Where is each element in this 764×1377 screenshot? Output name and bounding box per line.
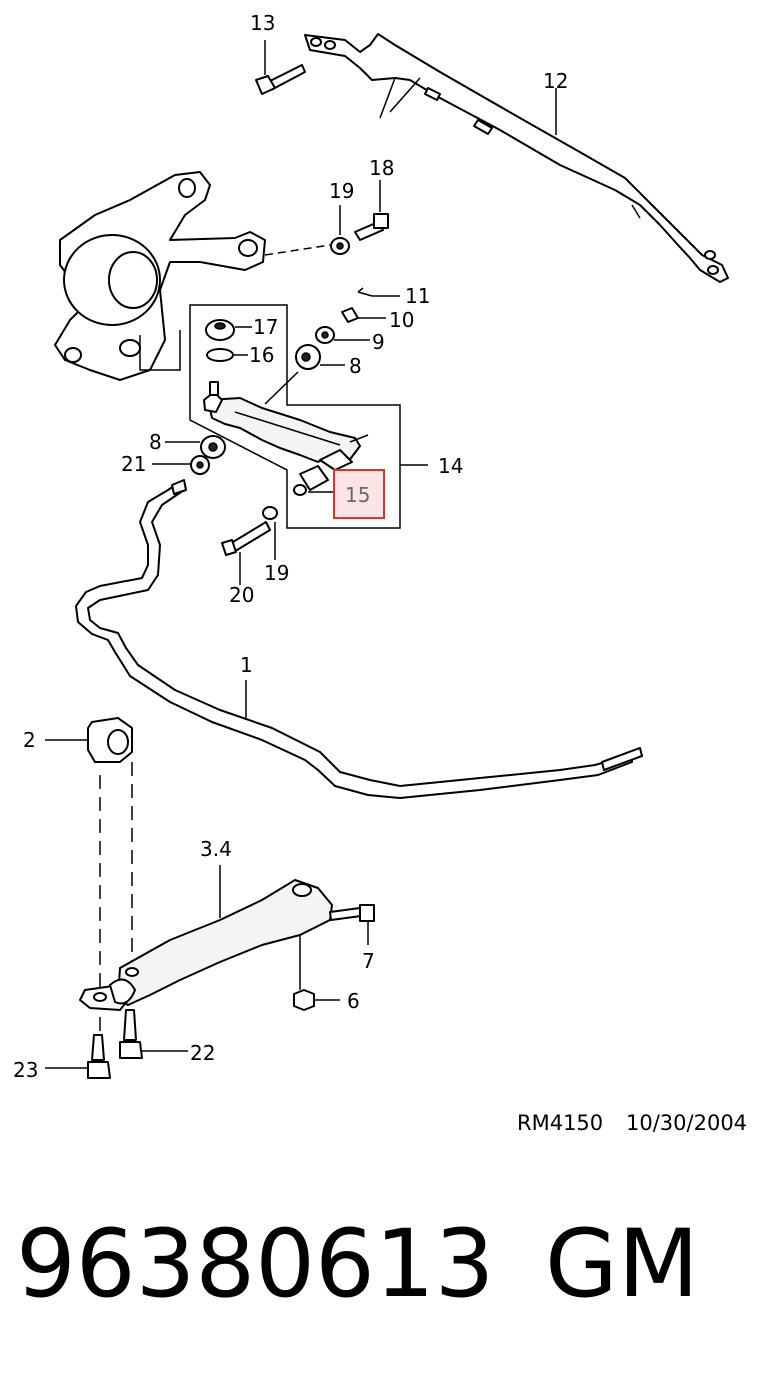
part-22-bolt: [119, 1009, 188, 1059]
part-14-lower-control-arm: [203, 371, 369, 471]
steering-knuckle: [54, 171, 331, 381]
callout-17: 17: [253, 315, 278, 339]
callout-21: 21: [121, 452, 146, 476]
part-10-castle-nut: [341, 307, 386, 323]
callout-15: 15: [345, 483, 370, 507]
callout-2: 2: [23, 728, 36, 752]
callout-22: 22: [190, 1041, 215, 1065]
part-15-bushing: [293, 465, 340, 496]
part-19-washer-upper: [330, 205, 350, 255]
diagram-date: 10/30/2004: [626, 1111, 747, 1135]
callout-11: 11: [405, 284, 430, 308]
callout-23: 23: [13, 1058, 38, 1082]
part-6-nut: [293, 989, 340, 1011]
brand-name: GM: [545, 1210, 699, 1319]
callout-19-upper: 19: [329, 179, 354, 203]
callout-18: 18: [369, 156, 394, 180]
callout-3-4: 3.4: [200, 837, 232, 861]
part-8-bushing-upper: [295, 344, 345, 370]
callout-13: 13: [250, 11, 275, 35]
part-12-crossmember: [304, 33, 729, 283]
callout-8-upper: 8: [349, 354, 362, 378]
part-18-bolt: [354, 180, 389, 241]
part-16-ring: [206, 348, 248, 362]
diagram-reference: RM4150: [517, 1111, 603, 1135]
callout-19-lower: 19: [264, 561, 289, 585]
part-1-stabilizer-bar: [75, 479, 643, 799]
assembly-14-outline: [189, 304, 428, 529]
callout-15-highlight-box: [333, 469, 385, 519]
part-19-washer-lower: [262, 506, 278, 560]
callout-1: 1: [240, 653, 253, 677]
callout-10: 10: [389, 308, 414, 332]
part-20-bolt: [221, 521, 271, 585]
callout-8-lower: 8: [149, 430, 162, 454]
part-7-bolt: [329, 904, 375, 945]
part-11-cotter-pin: [357, 287, 400, 297]
part-number: 96380613: [16, 1210, 494, 1319]
callout-12: 12: [543, 69, 568, 93]
callout-6: 6: [347, 989, 360, 1013]
part-13-bolt: [255, 40, 306, 95]
part-2-stabilizer-bushing: [45, 717, 133, 1040]
part-17-bushing: [205, 319, 252, 341]
callout-16: 16: [249, 343, 274, 367]
part-21-washer: [152, 455, 210, 475]
callout-7: 7: [362, 949, 375, 973]
part-3-4-bracket: [79, 865, 333, 1011]
callout-14: 14: [438, 454, 463, 478]
part-8-bushing-lower: [165, 435, 226, 459]
part-9-washer: [315, 326, 370, 344]
part-23-bolt: [45, 1034, 111, 1079]
callout-20: 20: [229, 583, 254, 607]
callout-9: 9: [372, 330, 385, 354]
